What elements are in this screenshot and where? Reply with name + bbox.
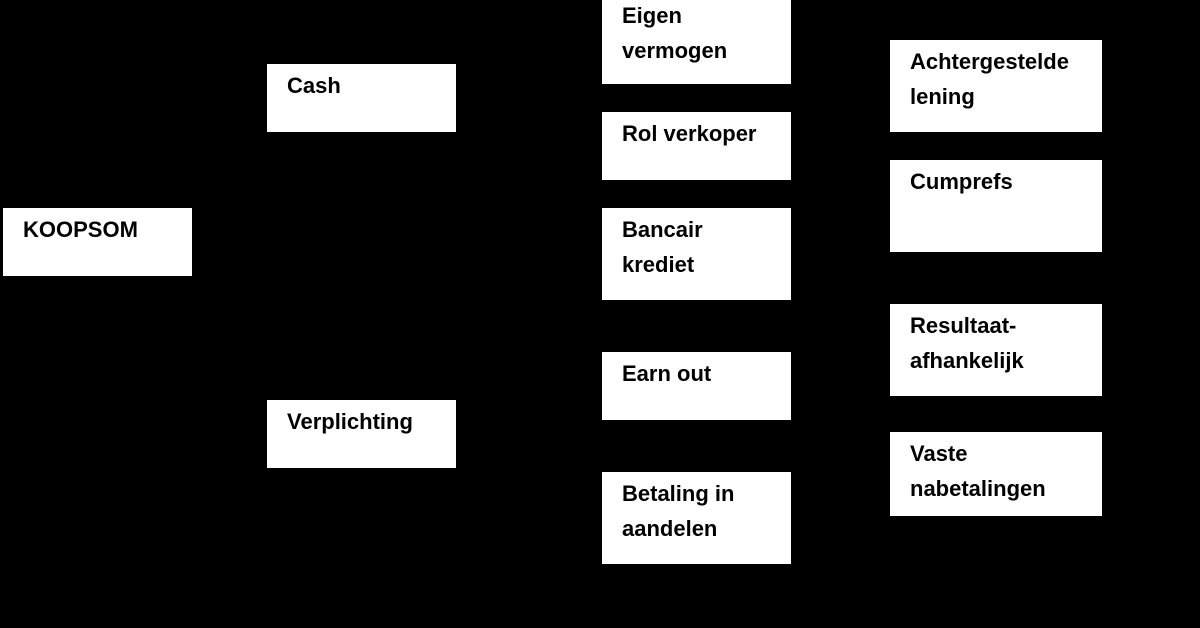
node-bancair-krediet: Bancair krediet xyxy=(602,208,791,300)
node-earn-out: Earn out xyxy=(602,352,791,420)
node-vaste-nabetalingen: Vaste nabetalingen xyxy=(890,432,1102,516)
node-achtergestelde-lening: Achtergestelde lening xyxy=(890,40,1102,132)
node-betaling-in-aandelen: Betaling in aandelen xyxy=(602,472,791,564)
node-rol-verkoper: Rol verkoper xyxy=(602,112,791,180)
node-resultaatafhankelijk: Resultaat- afhankelijk xyxy=(890,304,1102,396)
node-koopsom: KOOPSOM xyxy=(3,208,192,276)
node-eigen-vermogen: Eigen vermogen xyxy=(602,0,791,84)
node-cash: Cash xyxy=(267,64,456,132)
node-verplichting: Verplichting xyxy=(267,400,456,468)
node-cumprefs: Cumprefs xyxy=(890,160,1102,252)
